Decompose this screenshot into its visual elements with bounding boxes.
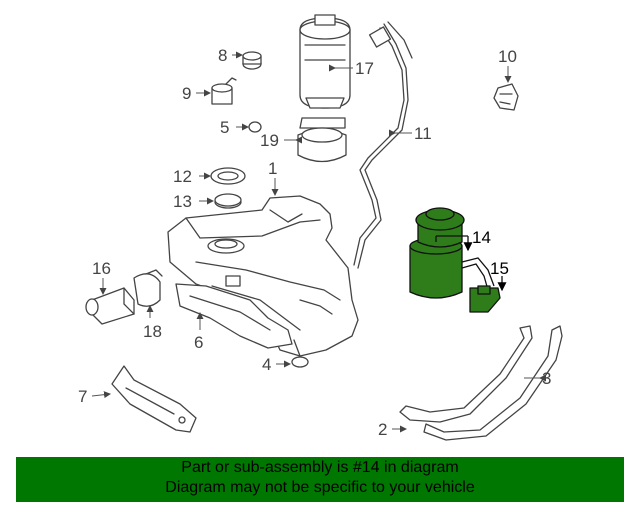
callout-5: 5 bbox=[220, 118, 249, 137]
callout-19: 19 bbox=[260, 131, 302, 150]
diagram-notice-banner: Part or sub-assembly is #14 in diagram D… bbox=[16, 457, 624, 502]
part-19-filter-bracket bbox=[297, 117, 347, 163]
callout-3: 3 bbox=[524, 369, 551, 388]
part-18-filter-bracket bbox=[133, 269, 163, 307]
part-11-fuel-line bbox=[353, 21, 413, 269]
svg-text:6: 6 bbox=[194, 333, 203, 352]
svg-text:14: 14 bbox=[472, 228, 491, 247]
svg-text:2: 2 bbox=[378, 420, 387, 439]
callout-7: 7 bbox=[78, 387, 111, 406]
part-8-cap bbox=[242, 51, 262, 70]
callout-8: 8 bbox=[218, 46, 243, 65]
part-3-tank-straps bbox=[399, 325, 563, 441]
svg-text:17: 17 bbox=[355, 59, 374, 78]
part-9-valve bbox=[211, 77, 237, 105]
part-5-grommet bbox=[248, 121, 262, 133]
banner-line-2: Diagram may not be specific to your vehi… bbox=[165, 479, 475, 496]
callout-9: 9 bbox=[182, 84, 211, 103]
part-12-seal-ring bbox=[210, 167, 246, 185]
callout-6: 6 bbox=[194, 312, 204, 352]
part-16-inline-filter bbox=[85, 287, 135, 325]
part-4-strap-clamp bbox=[291, 339, 309, 368]
callout-12: 12 bbox=[173, 167, 211, 186]
banner-line-1: Part or sub-assembly is #14 in diagram bbox=[181, 459, 459, 476]
svg-text:19: 19 bbox=[260, 131, 279, 150]
callout-10: 10 bbox=[498, 47, 517, 83]
part-17-fuel-filter bbox=[299, 14, 351, 109]
svg-text:8: 8 bbox=[218, 46, 227, 65]
svg-text:5: 5 bbox=[220, 118, 229, 137]
part-13-lock-ring bbox=[214, 193, 242, 209]
svg-text:16: 16 bbox=[92, 259, 111, 278]
svg-text:3: 3 bbox=[542, 369, 551, 388]
svg-text:15: 15 bbox=[490, 259, 509, 278]
callout-15: 15 bbox=[490, 259, 509, 292]
callout-11: 11 bbox=[389, 124, 432, 143]
callout-17: 17 bbox=[329, 59, 374, 78]
callout-1: 1 bbox=[268, 159, 279, 196]
svg-text:18: 18 bbox=[143, 322, 162, 341]
svg-text:10: 10 bbox=[498, 47, 517, 66]
callout-18: 18 bbox=[143, 305, 162, 341]
svg-text:12: 12 bbox=[173, 167, 192, 186]
callout-2: 2 bbox=[378, 420, 407, 439]
part-14-fuel-pump-module bbox=[409, 207, 501, 313]
svg-text:1: 1 bbox=[268, 159, 277, 178]
callout-16: 16 bbox=[92, 259, 111, 295]
svg-text:13: 13 bbox=[173, 192, 192, 211]
svg-text:7: 7 bbox=[78, 387, 87, 406]
part-7-bracket bbox=[111, 365, 197, 433]
parts-diagram: 17 19 11 8 9 bbox=[78, 14, 563, 441]
part-1-fuel-tank bbox=[167, 195, 359, 357]
part-10-clip bbox=[493, 83, 519, 111]
svg-text:9: 9 bbox=[182, 84, 191, 103]
svg-text:11: 11 bbox=[414, 124, 432, 143]
callout-14: 14 bbox=[435, 228, 491, 252]
callout-4: 4 bbox=[262, 355, 291, 374]
svg-text:4: 4 bbox=[262, 355, 271, 374]
callout-13: 13 bbox=[173, 192, 214, 211]
